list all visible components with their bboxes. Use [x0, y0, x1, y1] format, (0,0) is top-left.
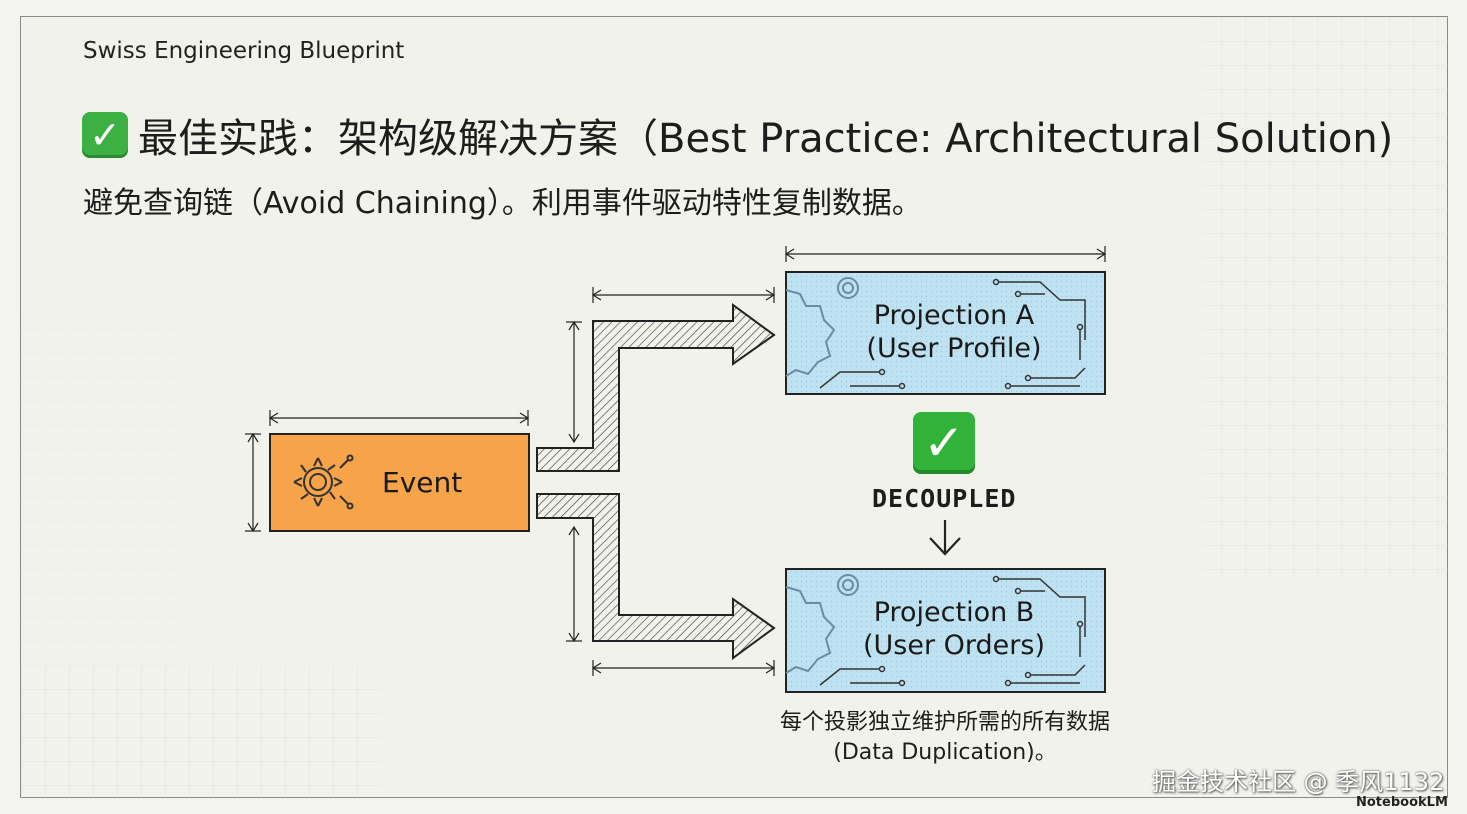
projection-b-box: [785, 568, 1106, 693]
event-box: [269, 433, 530, 532]
arrow-to-projection-a: [536, 303, 776, 472]
gear-icon: [785, 574, 859, 674]
arrow-down-icon: [929, 520, 961, 556]
footer-brand: NotebookLM: [1356, 795, 1448, 810]
projection-a-label: Projection A (User Profile): [846, 299, 1062, 365]
event-dimension-lines: [245, 410, 530, 533]
projection-b-label: Projection B (User Orders): [846, 596, 1062, 662]
caption-line-2: (Data Duplication)。: [833, 740, 1057, 765]
projection-a-subtitle: (User Profile): [866, 333, 1042, 364]
event-label: Event: [382, 466, 463, 499]
arrow-to-projection-b: [536, 493, 776, 660]
projection-b-subtitle: (User Orders): [863, 630, 1045, 661]
projection-a-title: Projection A: [873, 300, 1035, 331]
check-mark-icon: ✓: [82, 112, 128, 158]
check-mark-icon: ✓: [913, 412, 975, 474]
projection-b-title: Projection B: [873, 597, 1035, 628]
circuit-icon: [819, 575, 1086, 687]
page-title-text: 最佳实践：架构级解决方案（Best Practice: Architectura…: [138, 116, 1394, 162]
arrow-dimension-lines: [566, 246, 1107, 676]
projection-a-box: [785, 271, 1106, 395]
gear-icon: [293, 454, 354, 510]
blueprint-grid: [21, 17, 1449, 799]
brand-label: Swiss Engineering Blueprint: [83, 38, 405, 64]
page-title: ✓ 最佳实践：架构级解决方案（Best Practice: Architectu…: [82, 106, 1393, 164]
decoupled-label: DECOUPLED: [872, 484, 1017, 513]
diagram-caption: 每个投影独立维护所需的所有数据 (Data Duplication)。: [760, 708, 1130, 768]
page-subtitle: 避免查询链（Avoid Chaining）。利用事件驱动特性复制数据。: [83, 186, 922, 221]
gear-icon: [785, 277, 859, 377]
watermark: 掘金技术社区 @ 季风1132: [1152, 768, 1445, 796]
caption-line-1: 每个投影独立维护所需的所有数据: [779, 710, 1110, 735]
circuit-icon: [819, 278, 1086, 390]
